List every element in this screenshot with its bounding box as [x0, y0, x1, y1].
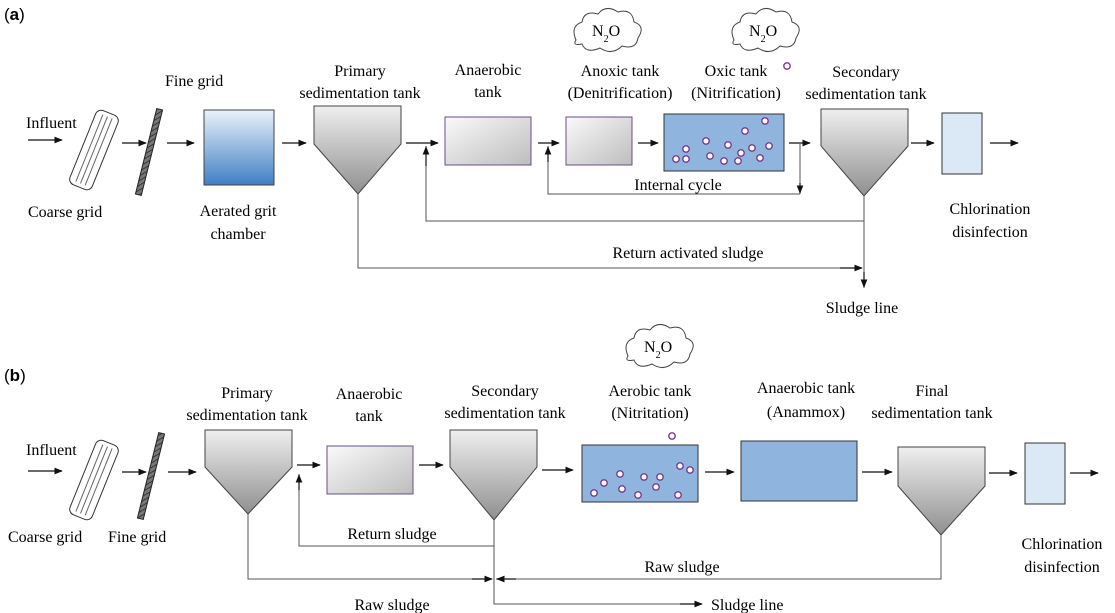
n2o-cloud-b: N2O: [625, 324, 694, 368]
coarse-grid-label-a: Coarse grid: [28, 204, 102, 221]
n2o-text-b: N2O: [644, 339, 672, 361]
oxic-bubbles-a: [672, 117, 773, 165]
raw-sludge-line-b2: [496, 535, 942, 580]
sludge-line-label-b: Sludge line: [711, 597, 783, 613]
return-sludge-label-b: Return sludge: [347, 526, 436, 543]
secondary-sedimentation-tank-a: [820, 108, 909, 197]
rising-bubble-a: [783, 62, 791, 70]
panel-a-tag: (a): [4, 5, 25, 24]
anaerobic-label-a-1: Anaerobic: [455, 62, 522, 79]
anammox-tank-b: [740, 440, 858, 502]
return-sludge-label-a: Return activated sludge: [612, 245, 763, 262]
primary-sedimentation-tank-a: [313, 105, 402, 195]
final-label-b-1: Final: [916, 383, 949, 400]
secondary-label-a-1: Secondary: [832, 64, 900, 81]
fine-grid-b: [136, 431, 166, 521]
fine-grid-a: [134, 107, 164, 197]
raw-sludge-label-b1: Raw sludge: [354, 597, 429, 613]
secondary-label-a-2: sedimentation tank: [805, 86, 926, 103]
anaerobic-label-b-1: Anaerobic: [336, 386, 403, 403]
panel-b-tag: (b): [4, 366, 26, 385]
primary-label-b-1: Primary: [221, 385, 273, 402]
return-sludge-line-b: [298, 474, 494, 547]
primary-label-a-2: sedimentation tank: [299, 85, 420, 102]
n2o-cloud-oxic-a: N2O: [731, 8, 800, 52]
influent-label-a: Influent: [26, 115, 77, 132]
oxic-label-a-1: Oxic tank: [705, 63, 768, 80]
chlorination-label-a-2: disinfection: [952, 224, 1028, 241]
anammox-label-b-2: (Anammox): [767, 404, 845, 421]
anaerobic-tank-a: [444, 116, 532, 166]
primary-label-a-1: Primary: [334, 63, 386, 80]
chlorination-tank-b: [1024, 442, 1066, 505]
return-sludge-line-a: [425, 146, 864, 222]
aerobic-label-b-1: Aerobic tank: [608, 383, 691, 400]
coarse-grid-a: [69, 109, 119, 191]
final-sedimentation-tank-b: [897, 446, 986, 536]
aerobic-label-b-2: (Nitritation): [611, 405, 688, 422]
secondary-sedimentation-tank-b: [449, 429, 538, 521]
primary-sedimentation-tank-b: [204, 429, 293, 515]
final-label-b-2: sedimentation tank: [871, 405, 992, 422]
coarse-grid-b: [69, 439, 119, 521]
secondary-label-b-1: Secondary: [471, 383, 539, 400]
n2o-text-a1: N2O: [592, 23, 620, 45]
secondary-label-b-2: sedimentation tank: [444, 405, 565, 422]
panel-a: (a) Influent Coarse grid Fine grid Aerat…: [4, 5, 1030, 317]
raw-sludge-label-b2: Raw sludge: [644, 559, 719, 576]
primary-sludge-line-a: [357, 194, 862, 269]
sludge-line-label-a: Sludge line: [826, 300, 898, 317]
raw-sludge-line-b1: [247, 514, 492, 580]
anoxic-label-a-1: Anoxic tank: [581, 63, 660, 80]
anammox-label-b-1: Anaerobic tank: [757, 380, 855, 397]
panel-b: (b) Influent Coarse grid Fine grid Prima…: [4, 324, 1102, 613]
internal-cycle-label: Internal cycle: [634, 177, 722, 194]
anoxic-tank-a: [565, 116, 633, 166]
primary-label-b-2: sedimentation tank: [186, 407, 307, 424]
n2o-text-a2: N2O: [749, 23, 777, 45]
fine-grid-label-a: Fine grid: [165, 73, 223, 90]
chlorination-label-a-1: Chlorination: [950, 201, 1031, 218]
anoxic-label-a-2: (Denitrification): [568, 85, 673, 102]
aerobic-bubbles-b: [590, 462, 694, 499]
fine-grid-label-b: Fine grid: [108, 529, 166, 546]
anaerobic-label-a-2: tank: [474, 84, 502, 101]
aerated-grit-label-2: chamber: [210, 226, 266, 243]
anaerobic-label-b-2: tank: [355, 408, 383, 425]
rising-bubble-b: [668, 432, 676, 440]
n2o-cloud-anoxic-a: N2O: [573, 8, 642, 52]
anaerobic-tank-b: [326, 445, 414, 495]
chlorination-label-b-1: Chlorination: [1022, 536, 1103, 553]
chlorination-label-b-2: disinfection: [1024, 559, 1100, 576]
aerated-grit-label-1: Aerated grit: [200, 203, 277, 220]
oxic-label-a-2: (Nitrification): [691, 85, 781, 102]
sludge-line-b: [493, 590, 700, 605]
coarse-grid-label-b: Coarse grid: [8, 529, 82, 546]
chlorination-tank-a: [941, 112, 983, 175]
aerated-grit-chamber-a: [203, 109, 275, 186]
influent-label-b: Influent: [26, 442, 77, 459]
